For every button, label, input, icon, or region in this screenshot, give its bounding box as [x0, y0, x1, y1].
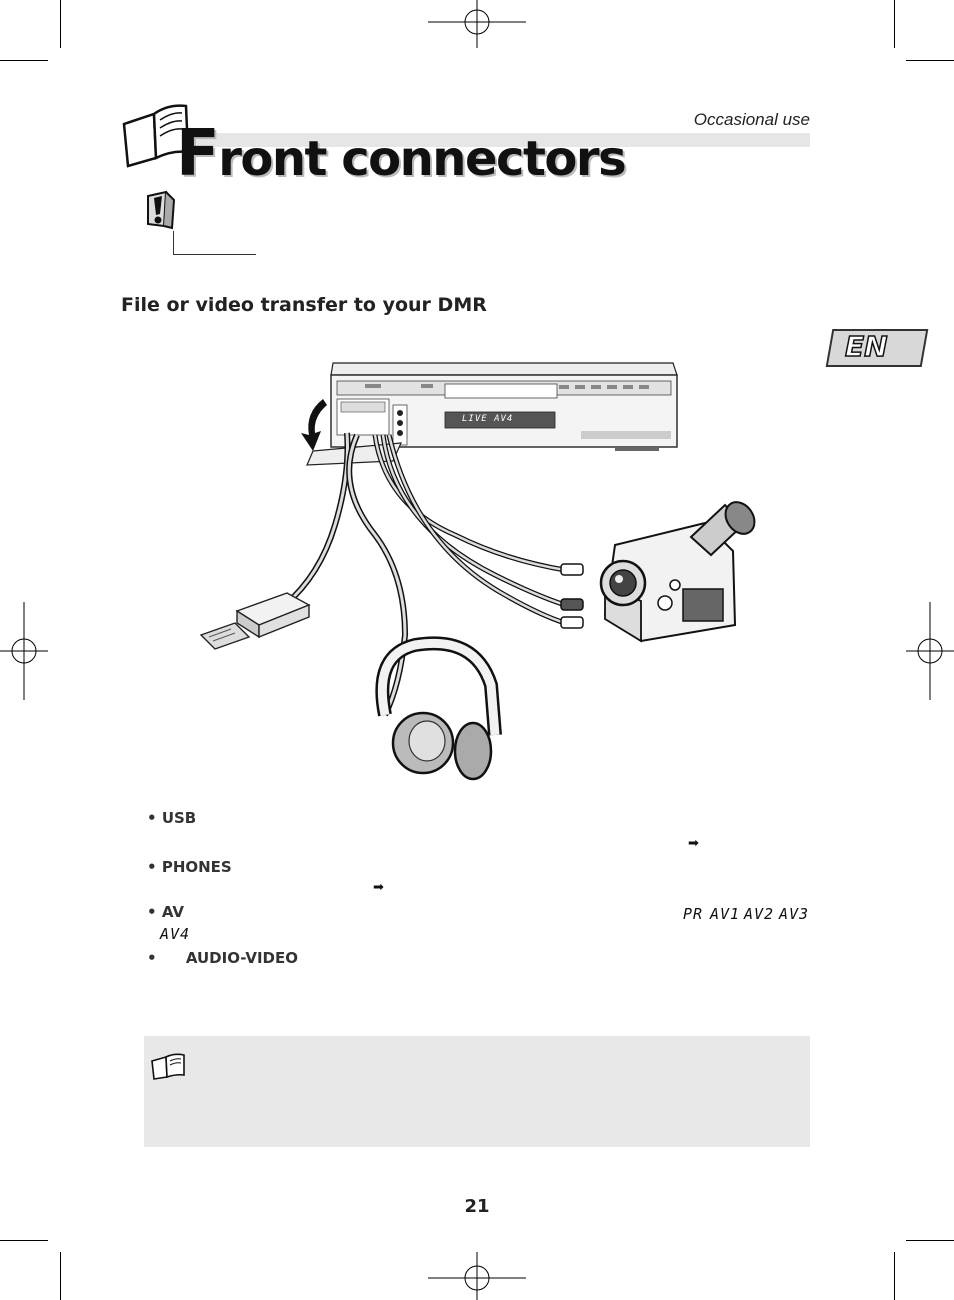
note-box [144, 1036, 810, 1147]
crop-mark [0, 1240, 48, 1241]
headphones [375, 636, 502, 781]
section-label: Occasional use [693, 110, 810, 129]
arrow-right-icon: ➡ [373, 879, 384, 894]
av-source-av1: AV1 [710, 905, 741, 923]
page-number: 21 [464, 1196, 490, 1217]
bullet-marker: • [147, 949, 157, 967]
connection-illustration [199, 362, 756, 781]
bullet-marker: • [147, 858, 157, 876]
registration-mark-icon [428, 0, 526, 48]
av-source-pr: PR [683, 905, 704, 923]
bullet-av: • AV [147, 903, 184, 921]
bullet-marker: • [147, 903, 157, 921]
dmr-device [330, 362, 678, 451]
page-title-initial: F [176, 117, 220, 191]
book-icon [122, 104, 190, 168]
av-source-av2: AV2 [744, 905, 775, 923]
warning-rule [173, 254, 256, 255]
crop-mark [894, 0, 895, 48]
device-lcd: LIVE AV4 [462, 414, 514, 424]
registration-mark-icon [906, 602, 954, 700]
bullet-label: AV [161, 903, 185, 921]
language-tab-label: EN [844, 329, 888, 364]
av-source-av3: AV3 [779, 905, 810, 923]
bullet-label: USB [161, 809, 197, 827]
bullet-label: AUDIO-VIDEO [185, 949, 298, 967]
crop-mark [906, 1240, 954, 1241]
registration-mark-icon [428, 1252, 526, 1300]
bullet-phones: • PHONES [147, 858, 232, 876]
crop-mark [894, 1252, 895, 1300]
registration-mark-icon [0, 602, 48, 700]
bullet-marker: • [147, 809, 157, 827]
crop-mark [0, 60, 48, 61]
arrow-right-icon: ➡ [688, 835, 699, 850]
title-bar [180, 133, 810, 147]
card-reader [199, 592, 311, 650]
page-title-rest: ront connectors [218, 131, 626, 187]
crop-mark [906, 60, 954, 61]
warning-icon [147, 190, 176, 230]
crop-mark [60, 0, 61, 48]
page-title: Front connectors [176, 122, 627, 187]
crop-mark [60, 1252, 61, 1300]
camcorder [599, 501, 756, 643]
section-heading: File or video transfer to your DMR [121, 294, 487, 316]
warning-rule [173, 231, 174, 255]
bullet-audio-video: • AUDIO-VIDEO [147, 949, 298, 967]
bullet-label: PHONES [161, 858, 232, 876]
av-source-av4: AV4 [160, 925, 191, 943]
bullet-usb: • USB [147, 809, 196, 827]
note-book-icon [151, 1053, 185, 1080]
